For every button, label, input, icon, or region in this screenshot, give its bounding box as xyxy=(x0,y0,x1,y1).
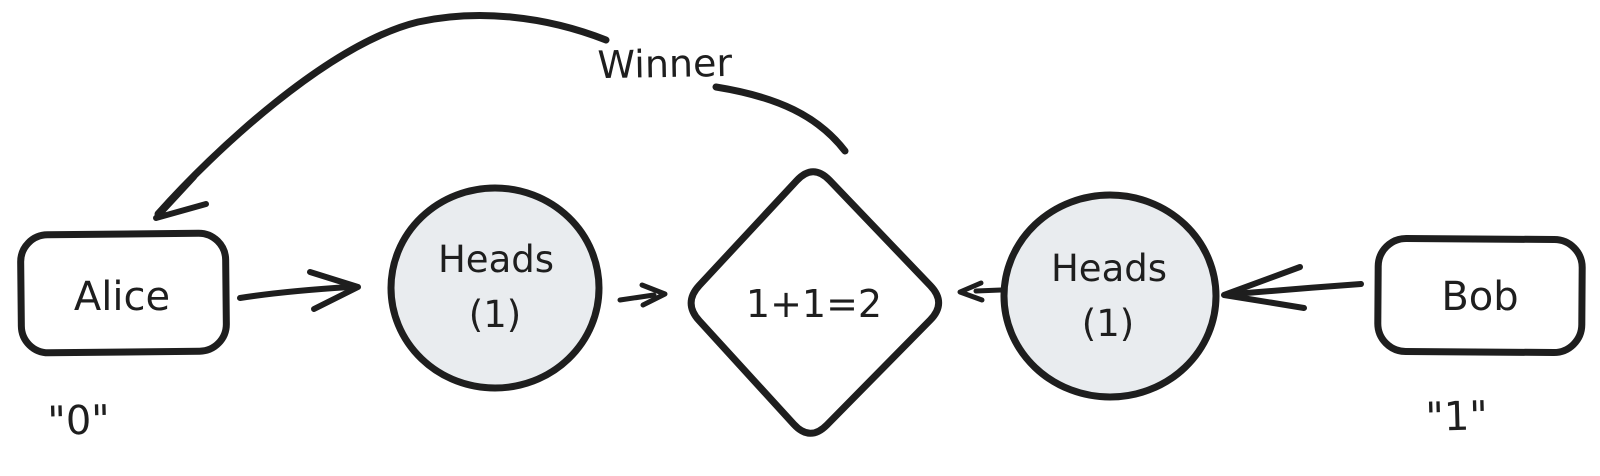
arrow-alicecoin-to-sum-head-icon xyxy=(639,282,668,308)
bob-node-box xyxy=(1374,234,1586,357)
bob-coin-circle xyxy=(1000,191,1220,401)
bob-node[interactable] xyxy=(1374,234,1586,357)
winner-arrow-segment-right xyxy=(712,83,849,155)
sum-node-label: 1+1=2 xyxy=(746,282,882,326)
sum-node-diamond xyxy=(687,168,943,437)
winner-edge-label: Winner xyxy=(597,41,733,87)
arrow-alice-to-coin[interactable] xyxy=(237,269,361,312)
arrow-bobcoin-to-sum-shaft xyxy=(973,287,1004,294)
winner-arrow[interactable] xyxy=(153,12,849,221)
alice-node-box xyxy=(17,229,230,357)
arrow-bobcoin-to-sum-head-icon xyxy=(957,280,985,303)
bob-coin-node[interactable] xyxy=(1000,191,1220,401)
alice-node-label: Alice xyxy=(74,274,170,320)
arrow-bobcoin-to-sum[interactable] xyxy=(957,280,1004,303)
sum-node[interactable] xyxy=(687,168,943,437)
alice-coin-label-line1: Heads xyxy=(438,238,554,281)
alice-value-label: "0" xyxy=(47,397,110,445)
arrow-alice-to-coin-shaft xyxy=(237,284,353,301)
arrow-bob-to-coin-head-icon xyxy=(1221,264,1307,311)
arrow-alicecoin-to-sum[interactable] xyxy=(617,282,668,308)
arrow-alicecoin-to-sum-shaft xyxy=(617,292,657,303)
alice-node[interactable] xyxy=(17,229,230,357)
alice-coin-label-line2: (1) xyxy=(469,293,521,336)
winner-arrowhead-icon xyxy=(153,174,209,221)
arrow-bob-to-coin-shaft xyxy=(1231,281,1364,297)
arrow-alice-to-coin-head-icon xyxy=(307,269,361,312)
bob-value-label: "1" xyxy=(1425,393,1488,441)
winner-arrow-segment-left xyxy=(154,12,610,218)
bob-coin-label-line2: (1) xyxy=(1082,302,1134,345)
alice-coin-circle xyxy=(387,184,603,392)
alice-coin-node[interactable] xyxy=(387,184,603,392)
bob-node-label: Bob xyxy=(1441,274,1518,320)
bob-coin-label-line1: Heads xyxy=(1051,247,1167,290)
arrow-bob-to-coin[interactable] xyxy=(1221,264,1364,311)
